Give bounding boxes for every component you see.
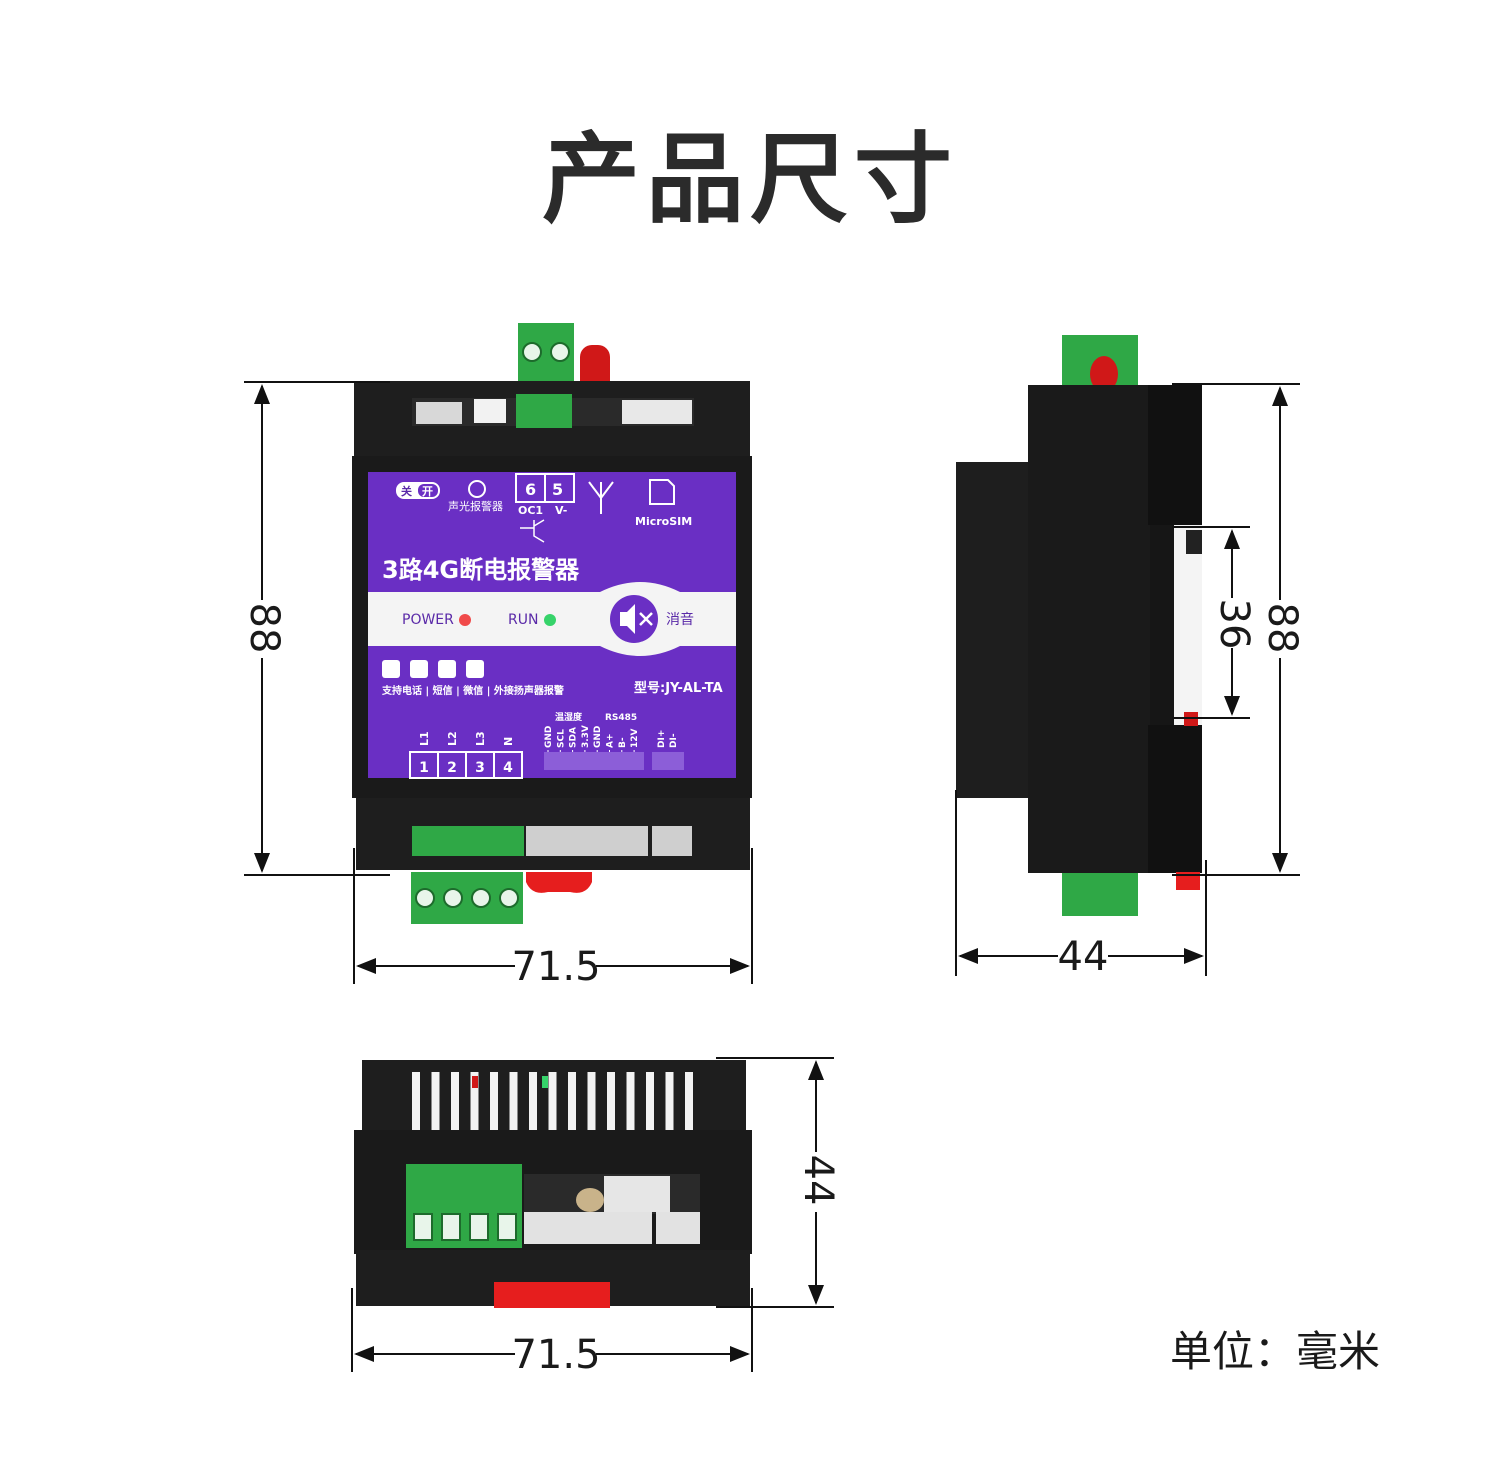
vent-slot [646, 1072, 654, 1130]
alarm-icon [468, 480, 486, 498]
line-labels: L1 L2 L3 N [418, 731, 515, 746]
di-connector [652, 752, 684, 770]
microsim-label: MicroSIM [635, 515, 692, 528]
vent-slot [548, 1072, 557, 1130]
din-clip [494, 1282, 610, 1308]
sensor-pin-label: 12V [630, 728, 640, 748]
oc1-label: OC1 [518, 504, 543, 517]
vent-slot [412, 1072, 420, 1130]
bottom-height-label: 44 [795, 1155, 841, 1206]
run-led [544, 614, 556, 626]
sms-icon [410, 660, 428, 678]
front-dimensions [244, 381, 753, 984]
sensor-pin-label: GND [593, 726, 603, 748]
line-label: L3 [474, 731, 487, 746]
terminal-screw [469, 1213, 489, 1241]
line-number: 4 [503, 760, 513, 776]
vent-slot [685, 1072, 693, 1130]
sensor-connector [544, 752, 644, 770]
terminal-screw [413, 1213, 433, 1241]
vent-slot [509, 1072, 518, 1130]
sensor-pin-label: GND [544, 726, 554, 748]
line-number: 3 [475, 760, 485, 776]
power-label: POWER [402, 612, 454, 628]
terminal-screw [441, 1213, 461, 1241]
bottom-view [354, 1060, 752, 1308]
sensor-pin-label: A+ [606, 733, 616, 748]
sensor-pin-label: B- [618, 737, 628, 748]
rs485-label: RS485 [605, 713, 637, 723]
antenna-icon [1090, 356, 1118, 392]
vent-slot [568, 1072, 576, 1130]
v-minus-label: V- [555, 504, 567, 517]
side-dimensions [955, 383, 1300, 976]
temp-humidity-label: 温湿度 [555, 711, 583, 723]
vent-slot [587, 1072, 596, 1130]
vent-slot [451, 1072, 459, 1130]
line-label: L1 [418, 731, 431, 746]
terminal-screw [497, 1213, 517, 1241]
wechat-icon [438, 660, 456, 678]
side-rail-label: 36 [1211, 599, 1257, 650]
side-depth-label: 44 [1058, 934, 1109, 980]
led-green [542, 1076, 548, 1088]
antenna-symbol-icon [588, 481, 614, 514]
run-label: RUN [508, 612, 538, 628]
unit-label: 单位：毫米 [1170, 1327, 1381, 1376]
vent-slot [529, 1072, 537, 1130]
line-label: N [502, 737, 515, 746]
vent-slot [626, 1072, 635, 1130]
line-label: L2 [446, 731, 459, 746]
side-view [956, 335, 1202, 916]
switch-off-label: 关 [401, 484, 412, 498]
front-width-label: 71.5 [511, 944, 600, 990]
sensor-pin-label: SCL [556, 729, 566, 748]
sensor-pin-label: 3.3V [581, 725, 591, 748]
sim-icon [649, 479, 675, 505]
transistor-icon [520, 519, 545, 543]
din-clip [1176, 872, 1200, 890]
din-clip [526, 872, 592, 893]
product-name: 3路4G断电报警器 [382, 556, 580, 584]
page-title: 产品尺寸 [541, 123, 958, 237]
line-number: 2 [447, 760, 457, 776]
power-led [459, 614, 471, 626]
di-pin-label: DI- [669, 733, 679, 748]
model-label: 型号:JY-AL-TA [634, 680, 723, 696]
mute-label: 消音 [666, 611, 694, 628]
alarm-label: 声光报警器 [448, 499, 503, 513]
bottom-dimensions [351, 1057, 834, 1372]
side-height-label: 88 [1259, 603, 1305, 654]
front-height-label: 88 [241, 603, 287, 654]
vent-slot [431, 1072, 440, 1130]
terminal-5-label: 5 [552, 480, 563, 499]
line-numbers: 1 2 3 4 [419, 752, 513, 778]
front-view: 关 开 声光报警器 6 5 OC1 V- MicroSIM 3路4G断电报警器 … [352, 323, 752, 924]
di-pin-label: DI+ [657, 730, 667, 748]
line-number: 1 [419, 760, 429, 776]
features-label: 支持电话 | 短信 | 微信 | 外接扬声器报警 [381, 684, 564, 697]
terminal-6-label: 6 [525, 480, 536, 499]
vent-slot [490, 1072, 498, 1130]
di-pin-labels: DI+DI- [657, 730, 679, 748]
vent-slot [665, 1072, 674, 1130]
sensor-pin-label: SDA [569, 727, 579, 748]
vent-slot [470, 1072, 479, 1130]
switch-on-label: 开 [422, 485, 433, 498]
speaker-icon [466, 660, 484, 678]
phone-icon [382, 660, 400, 678]
vent-slot [607, 1072, 615, 1130]
led-red [472, 1076, 478, 1088]
bottom-width-label: 71.5 [511, 1332, 600, 1378]
speaker-mute-icon [620, 604, 635, 634]
